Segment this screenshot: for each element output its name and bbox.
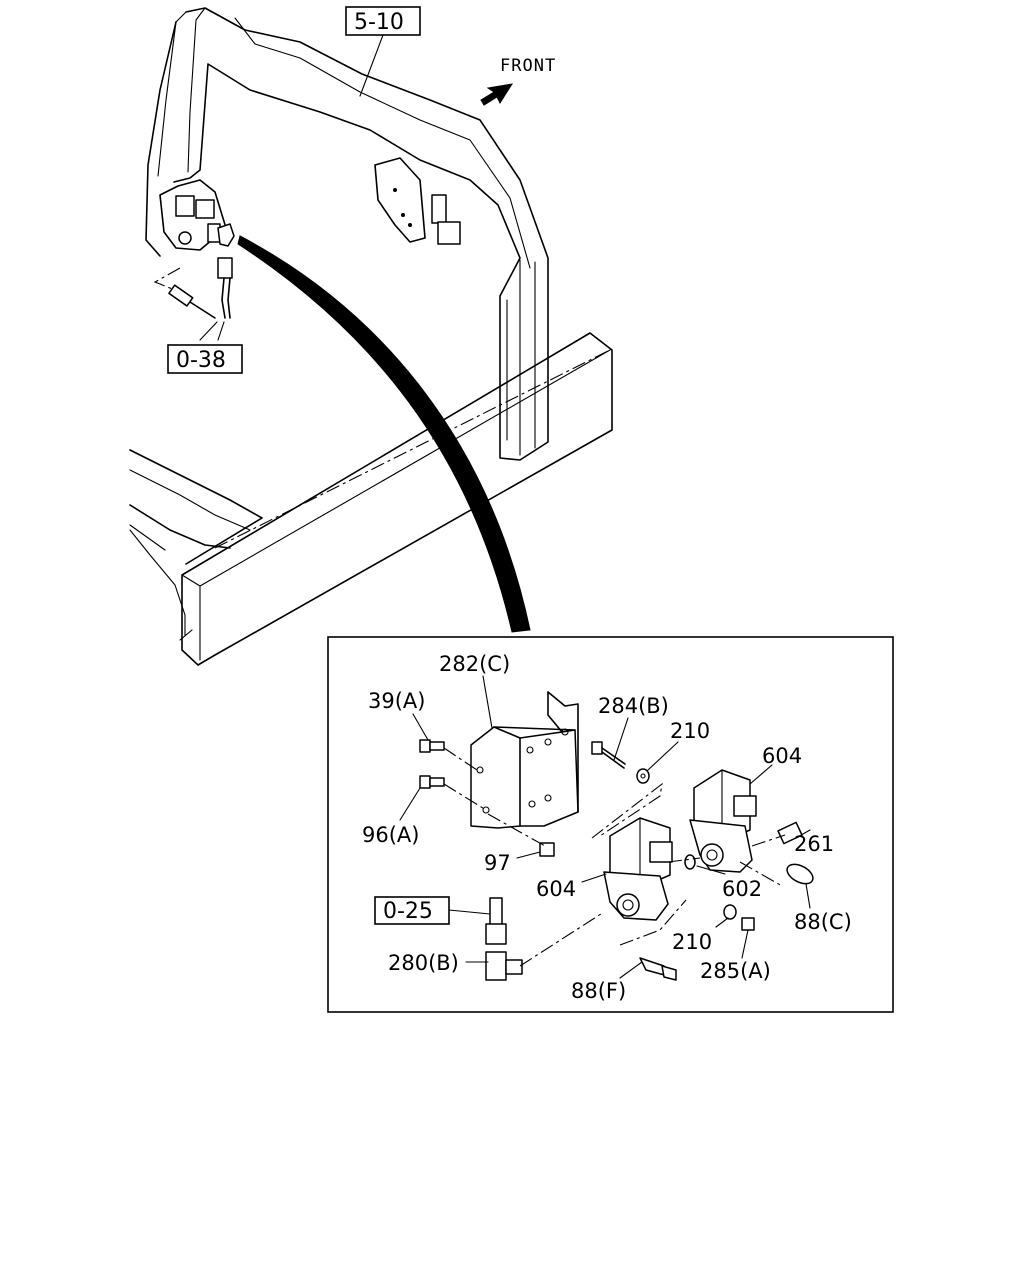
detail-frame: [327, 636, 894, 1013]
valve-604-left: [603, 817, 673, 921]
valve-604-right: [689, 769, 757, 873]
lower-centerline: [667, 857, 783, 887]
front-label: FRONT: [500, 56, 556, 76]
callout-88c: 88(C): [794, 910, 852, 934]
callout-604-left: 604: [536, 877, 576, 901]
front-direction: FRONT: [480, 56, 556, 106]
callout-88f: 88(F): [571, 979, 626, 1003]
callout-39a: 39(A): [368, 689, 425, 713]
callout-280b: 280(B): [388, 951, 459, 975]
pipe-0-25: [485, 897, 507, 945]
callout-284b: 284(B): [598, 694, 669, 718]
callout-602: 602: [722, 877, 762, 901]
left-valve-mount: [159, 179, 235, 251]
ref-5-10-label: 5-10: [354, 10, 404, 35]
plug-261: [751, 821, 803, 847]
elbow-280b: [485, 911, 605, 981]
callout-leaders: [399, 675, 811, 979]
ref-box-5-10: 5-10: [345, 6, 421, 97]
ref-box-0-38: 0-38: [167, 344, 243, 374]
bracket-282c: [470, 691, 579, 829]
nut-285a: [741, 917, 755, 931]
right-valve-mount: [374, 157, 461, 245]
chassis-crossmember: [129, 332, 613, 666]
callout-604-right: 604: [762, 744, 802, 768]
ref-box-0-25: 0-25: [374, 896, 450, 925]
detail-sweep-arrow: [237, 235, 531, 633]
bolt-284b: [591, 741, 626, 769]
callout-210-bottom: 210: [672, 930, 712, 954]
callout-282c: 282(C): [439, 652, 510, 676]
callout-285a: 285(A): [700, 959, 771, 983]
callout-261: 261: [794, 832, 834, 856]
oring-602: [684, 854, 696, 870]
connector-88c: [786, 863, 814, 885]
ref-0-25-label: 0-25: [383, 899, 433, 924]
nut-97: [487, 813, 555, 857]
washer-210-top: [636, 768, 650, 784]
bolt-39a: [419, 739, 481, 773]
ref-0-38-label: 0-38: [176, 348, 226, 373]
callout-97: 97: [484, 851, 511, 875]
hose-0-38: [153, 257, 233, 341]
callout-210-top: 210: [670, 719, 710, 743]
bolt-96a: [419, 775, 487, 811]
callout-96a: 96(A): [362, 823, 419, 847]
connector-88f: [619, 899, 687, 981]
washer-210-bottom: [723, 904, 737, 920]
front-arrow-icon: [480, 83, 514, 106]
mount-centerline: [591, 782, 663, 839]
cab-frame-arch: [145, 7, 549, 461]
